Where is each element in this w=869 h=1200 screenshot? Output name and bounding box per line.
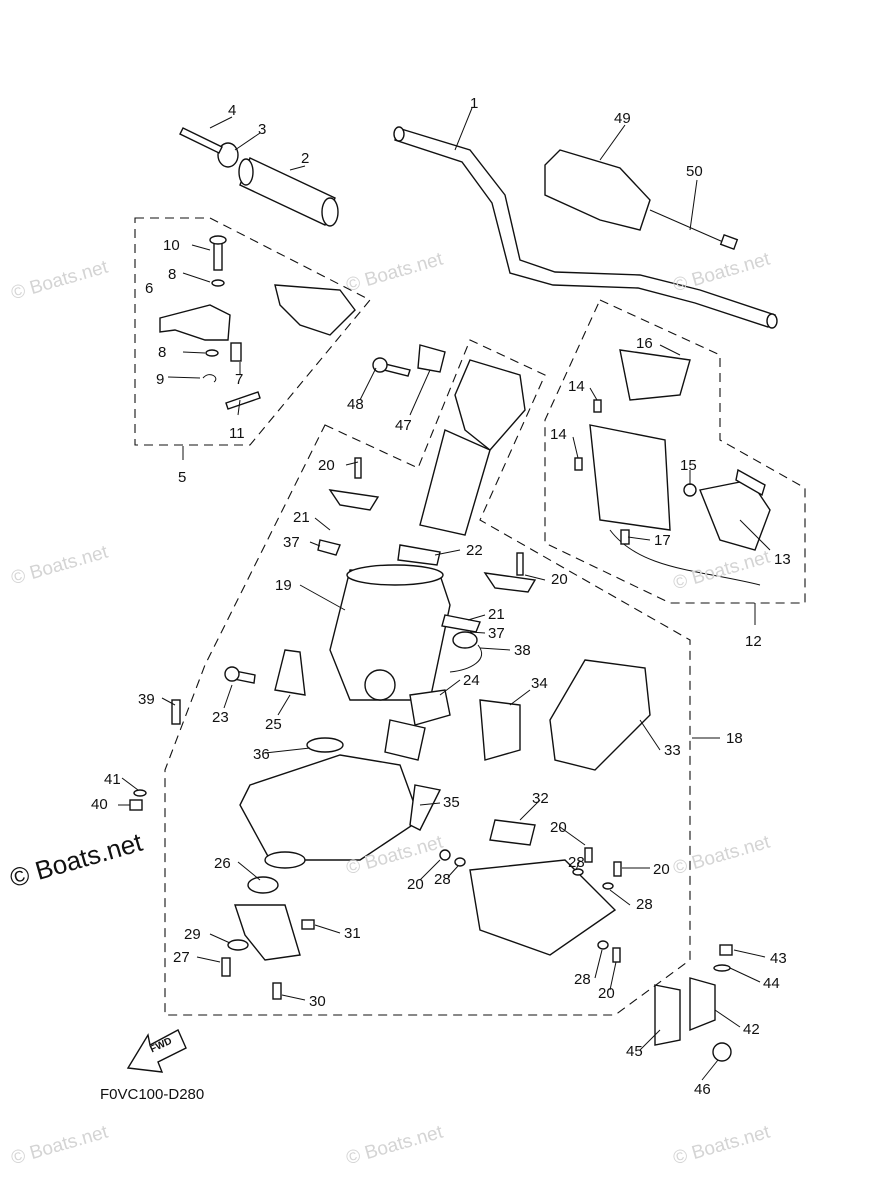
callout-label: 10 xyxy=(163,237,180,254)
callout-label: 14 xyxy=(550,426,567,443)
callout-label: 28 xyxy=(434,871,451,888)
callout-label: 28 xyxy=(636,896,653,913)
callout-label: 27 xyxy=(173,949,190,966)
callout-label: 21 xyxy=(293,509,310,526)
lower-bracket xyxy=(469,859,617,956)
callout-label: 44 xyxy=(763,975,780,992)
callout-label: 47 xyxy=(395,417,412,434)
grip-bolt xyxy=(179,127,223,154)
callout-label: 33 xyxy=(664,742,681,759)
handlebar xyxy=(394,127,777,328)
steering-column xyxy=(419,429,491,536)
callout-label: 12 xyxy=(745,633,762,650)
callout-label: 6 xyxy=(145,280,154,297)
callout-label: 16 xyxy=(636,335,653,352)
diagram-code: F0VC100-D280 xyxy=(100,1086,205,1103)
group-18-outline xyxy=(164,339,691,1016)
callout-label: 20 xyxy=(550,819,567,836)
callout-label: 7 xyxy=(235,371,244,388)
callout-label: 21 xyxy=(488,606,505,623)
callout-label: 46 xyxy=(694,1081,711,1098)
callout-label: 31 xyxy=(344,925,361,942)
callout-label: 49 xyxy=(614,110,631,127)
upper-bracket xyxy=(454,359,526,451)
collar xyxy=(217,142,239,168)
callout-label: 11 xyxy=(229,425,245,442)
callout-label: 17 xyxy=(654,532,671,549)
callout-label: 39 xyxy=(138,691,155,708)
callout-label: 43 xyxy=(770,950,787,967)
callout-label: 37 xyxy=(283,534,300,551)
callout-label: 32 xyxy=(532,790,549,807)
mount-bracket xyxy=(689,977,716,1032)
lower-housing xyxy=(239,754,421,861)
callout-label: 4 xyxy=(228,102,237,119)
callout-label: 19 xyxy=(275,577,292,594)
grip xyxy=(239,157,336,226)
callout-label: 3 xyxy=(258,121,267,138)
callout-label: 29 xyxy=(184,926,201,943)
callout-label: 9 xyxy=(156,371,165,388)
callout-label: 28 xyxy=(574,971,591,988)
throttle-lever xyxy=(159,304,231,341)
callout-label: 2 xyxy=(301,150,310,167)
callout-label: 37 xyxy=(488,625,505,642)
cover xyxy=(549,659,651,771)
callout-label: 20 xyxy=(551,571,568,588)
handlebar-pad xyxy=(544,149,651,231)
callout-label: 5 xyxy=(178,469,187,486)
callout-label: 40 xyxy=(91,796,108,813)
callout-label: 35 xyxy=(443,794,460,811)
callout-label: 23 xyxy=(212,709,229,726)
callout-label: 8 xyxy=(158,344,167,361)
callout-label: 22 xyxy=(466,542,483,559)
callout-label: 34 xyxy=(531,675,548,692)
callout-label: 42 xyxy=(743,1021,760,1038)
callout-label: 1 xyxy=(470,95,479,112)
callout-label: 13 xyxy=(774,551,791,568)
callout-label: 14 xyxy=(568,378,585,395)
callout-label: 20 xyxy=(407,876,424,893)
switch-box xyxy=(619,349,691,401)
callout-label: 41 xyxy=(104,771,121,788)
callout-label: 50 xyxy=(686,163,703,180)
group-5-outline xyxy=(134,217,371,446)
throttle-housing xyxy=(274,284,356,336)
leader-lines xyxy=(118,107,771,1081)
callout-label: 8 xyxy=(168,266,177,283)
fwd-arrow-icon xyxy=(126,1029,187,1073)
callout-label: 15 xyxy=(680,457,697,474)
callout-label: 20 xyxy=(653,861,670,878)
callout-label: 20 xyxy=(598,985,615,1002)
callout-label: 26 xyxy=(214,855,231,872)
callout-label: 45 xyxy=(626,1043,643,1060)
callout-label: 36 xyxy=(253,746,270,763)
group-12-outline xyxy=(544,299,806,604)
callout-label: 24 xyxy=(463,672,480,689)
callout-label: 25 xyxy=(265,716,282,733)
callout-label: 30 xyxy=(309,993,326,1010)
callout-label: 28 xyxy=(568,854,585,871)
callout-label: 18 xyxy=(726,730,743,747)
callout-label: 38 xyxy=(514,642,531,659)
callout-label: 48 xyxy=(347,396,364,413)
callout-label: 20 xyxy=(318,457,335,474)
